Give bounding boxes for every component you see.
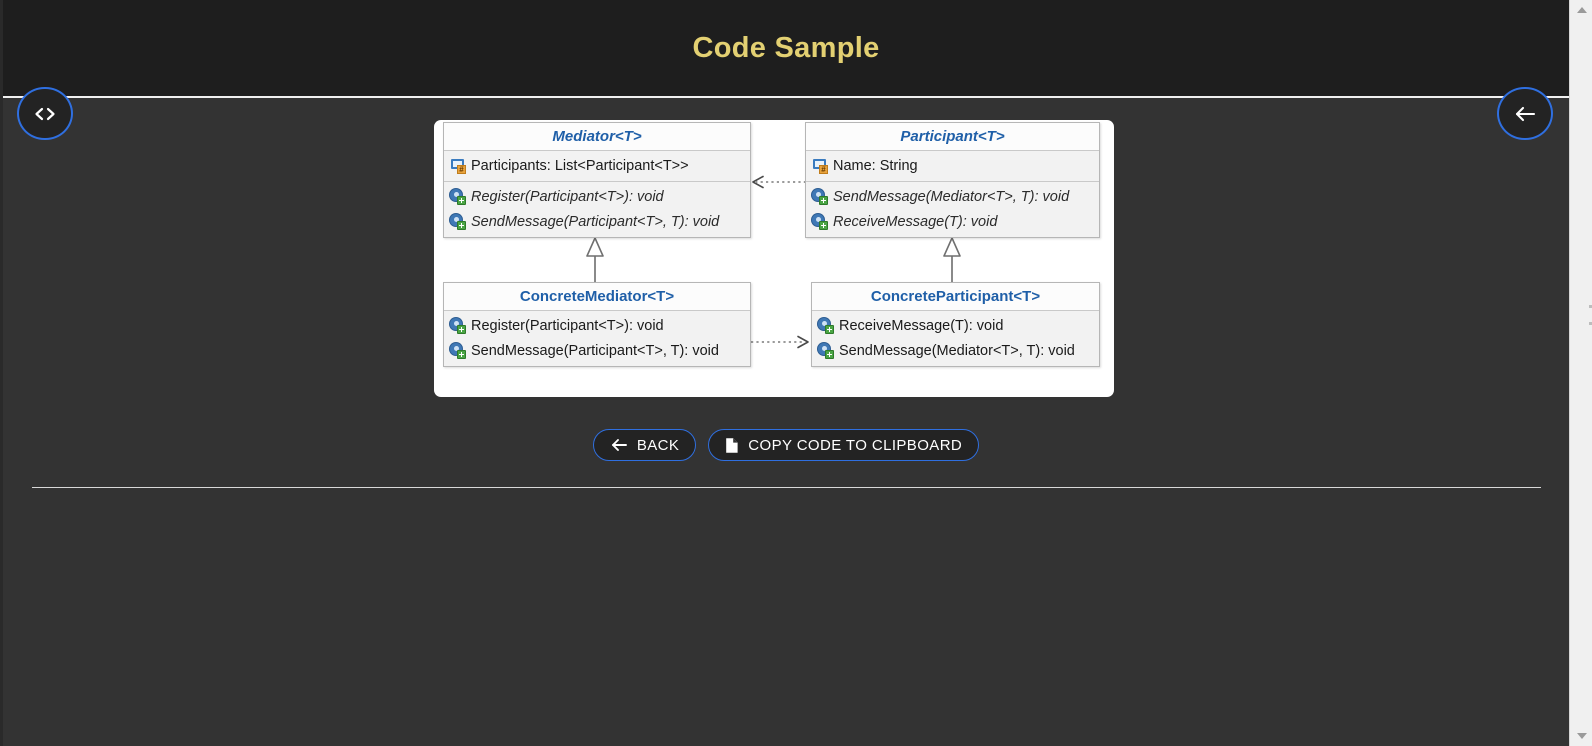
method-icon xyxy=(450,188,468,205)
method-icon xyxy=(812,213,830,230)
uml-class-title: ConcreteMediator<T> xyxy=(444,283,750,311)
uml-method-row: ReceiveMessage(T): void xyxy=(806,209,1099,234)
uml-member-text: SendMessage(Mediator<T>, T): void xyxy=(839,342,1075,359)
method-icon xyxy=(818,317,836,334)
uml-member-text: Name: String xyxy=(833,157,918,174)
uml-fields-section: # Name: String xyxy=(806,151,1099,181)
code-toggle-button[interactable] xyxy=(17,87,73,140)
uml-field-row: # Participants: List<Participant<T>> xyxy=(444,153,750,178)
uml-field-row: # Name: String xyxy=(806,153,1099,178)
method-icon xyxy=(812,188,830,205)
page-header: Code Sample xyxy=(3,0,1569,98)
scrollbar-marker xyxy=(1589,305,1592,308)
uml-member-text: ReceiveMessage(T): void xyxy=(833,213,998,230)
uml-methods-section: Register(Participant<T>): void SendMessa… xyxy=(444,311,750,366)
uml-member-text: Register(Participant<T>): void xyxy=(471,188,664,205)
back-button-label: BACK xyxy=(636,436,680,454)
uml-canvas: Mediator (dependency, dotted, open arrow… xyxy=(434,120,1114,397)
uml-member-text: SendMessage(Participant<T>, T): void xyxy=(471,213,720,230)
page-title: Code Sample xyxy=(692,31,880,64)
uml-class-mediator[interactable]: Mediator<T> # Participants: List<Partici… xyxy=(443,122,751,238)
method-icon xyxy=(450,342,468,359)
uml-class-title: Participant<T> xyxy=(806,123,1099,151)
method-icon xyxy=(450,213,468,230)
uml-methods-section: ReceiveMessage(T): void SendMessage(Medi… xyxy=(812,311,1099,366)
uml-method-row: SendMessage(Mediator<T>, T): void xyxy=(806,184,1099,209)
scroll-up-arrow-icon[interactable] xyxy=(1570,0,1592,20)
field-icon: # xyxy=(450,158,468,174)
uml-method-row: Register(Participant<T>): void xyxy=(444,313,750,338)
uml-method-row: ReceiveMessage(T): void xyxy=(812,313,1099,338)
uml-class-title: Mediator<T> xyxy=(444,123,750,151)
uml-member-text: SendMessage(Mediator<T>, T): void xyxy=(833,188,1070,205)
uml-member-text: Register(Participant<T>): void xyxy=(471,317,664,334)
uml-member-text: ReceiveMessage(T): void xyxy=(839,317,1004,334)
page-content: Mediator (dependency, dotted, open arrow… xyxy=(3,100,1569,746)
uml-method-row: Register(Participant<T>): void xyxy=(444,184,750,209)
uml-class-concrete-mediator[interactable]: ConcreteMediator<T> Register(Participant… xyxy=(443,282,751,367)
scroll-down-arrow-icon[interactable] xyxy=(1570,726,1592,746)
action-button-row: BACK COPY CODE TO CLIPBOARD xyxy=(3,429,1569,461)
uml-methods-section: Register(Participant<T>): void SendMessa… xyxy=(444,181,750,237)
arrow-left-icon xyxy=(610,438,628,452)
method-icon xyxy=(818,342,836,359)
copy-code-button[interactable]: COPY CODE TO CLIPBOARD xyxy=(708,429,980,461)
copy-code-button-label: COPY CODE TO CLIPBOARD xyxy=(748,436,963,454)
field-icon: # xyxy=(812,158,830,174)
scrollbar-marker xyxy=(1589,322,1592,325)
uml-class-title: ConcreteParticipant<T> xyxy=(812,283,1099,311)
section-divider xyxy=(32,487,1541,488)
copy-document-icon xyxy=(725,437,739,454)
uml-methods-section: SendMessage(Mediator<T>, T): void Receiv… xyxy=(806,181,1099,237)
uml-fields-section: # Participants: List<Participant<T>> xyxy=(444,151,750,181)
uml-member-text: Participants: List<Participant<T>> xyxy=(471,157,689,174)
left-edge-rail xyxy=(0,0,3,746)
uml-method-row: SendMessage(Participant<T>, T): void xyxy=(444,338,750,363)
uml-method-row: SendMessage(Participant<T>, T): void xyxy=(444,209,750,234)
vertical-scrollbar[interactable] xyxy=(1569,0,1592,746)
uml-diagram-card: Mediator (dependency, dotted, open arrow… xyxy=(434,120,1114,397)
code-brackets-icon xyxy=(33,107,57,121)
back-circle-button[interactable] xyxy=(1497,87,1553,140)
uml-class-participant[interactable]: Participant<T> # Name: String SendM xyxy=(805,122,1100,238)
uml-member-text: SendMessage(Participant<T>, T): void xyxy=(471,342,719,359)
arrow-left-icon xyxy=(1513,105,1537,123)
back-button[interactable]: BACK xyxy=(592,429,697,461)
uml-method-row: SendMessage(Mediator<T>, T): void xyxy=(812,338,1099,363)
method-icon xyxy=(450,317,468,334)
uml-class-concrete-participant[interactable]: ConcreteParticipant<T> ReceiveMessage(T)… xyxy=(811,282,1100,367)
